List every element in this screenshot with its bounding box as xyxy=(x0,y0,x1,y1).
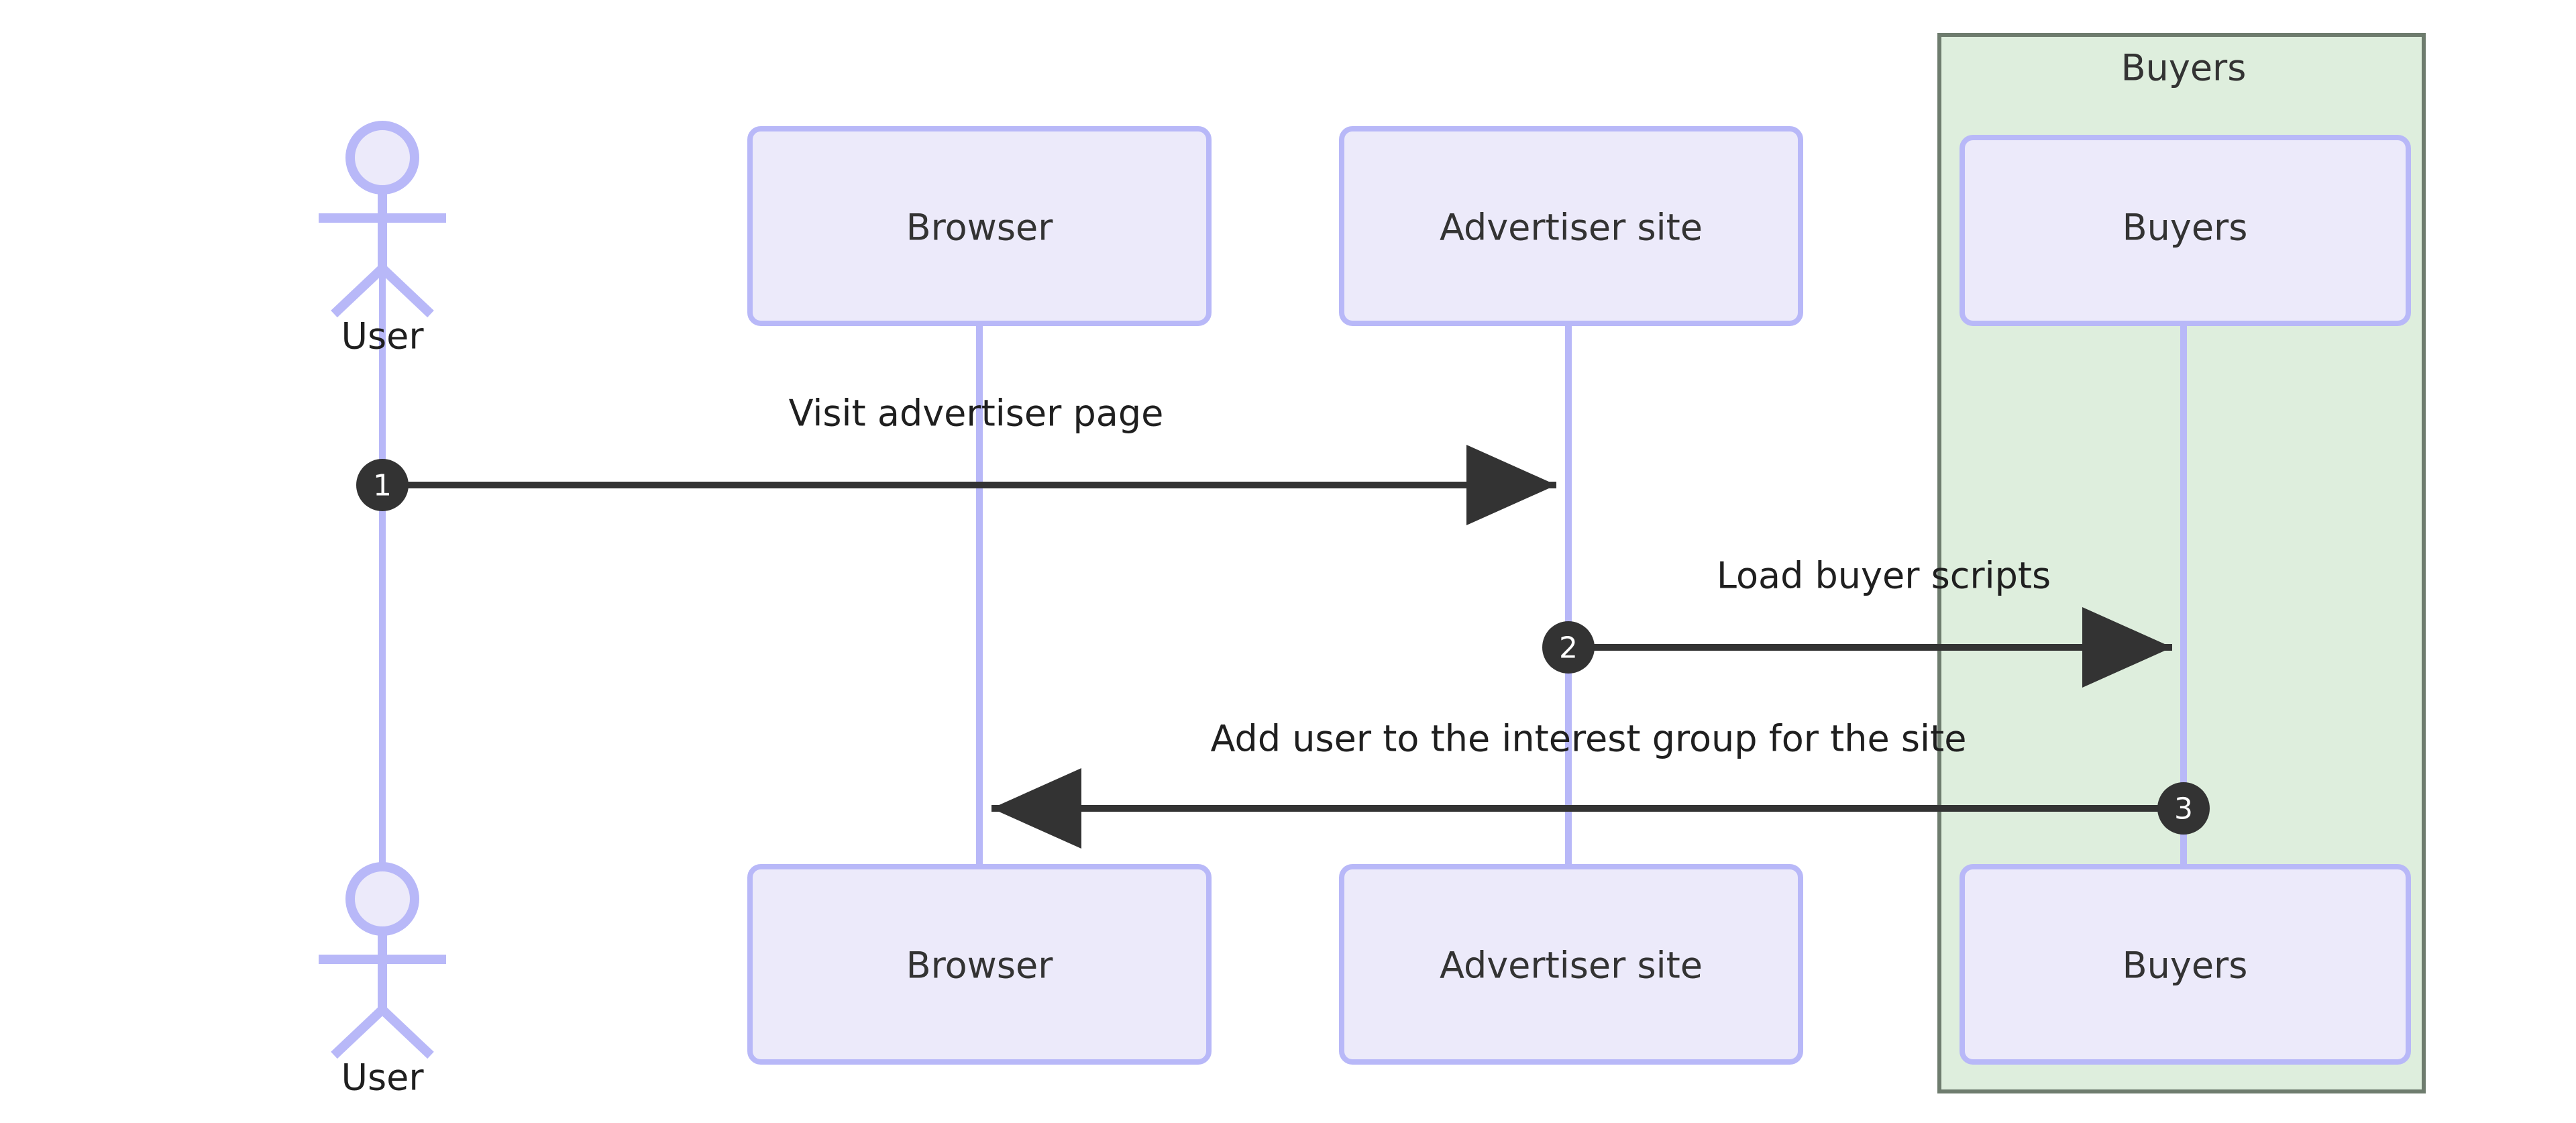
message-3[interactable]: Add user to the interest group for the s… xyxy=(991,718,2210,849)
actor-right-leg-icon xyxy=(379,1006,434,1059)
participant-label-browser-bottom: Browser xyxy=(906,945,1054,987)
sequence-badge-2-number: 2 xyxy=(1559,631,1578,665)
actor-left-leg-icon xyxy=(331,1006,386,1059)
sequence-badge-3-number: 3 xyxy=(2174,792,2193,826)
actor-user-top[interactable]: User xyxy=(319,121,446,358)
participant-label-advertiser-site-bottom: Advertiser site xyxy=(1440,945,1703,987)
actor-user-bottom[interactable]: User xyxy=(319,862,446,1099)
participant-box-background xyxy=(1339,864,1803,1065)
message-label-2: Load buyer scripts xyxy=(1717,555,2051,597)
actor-left-leg-icon xyxy=(331,264,386,318)
participant-box-buyers-bottom[interactable]: Buyers xyxy=(1960,864,2411,1065)
group-box-label: Buyers xyxy=(2121,47,2247,89)
actor-label-user-top: User xyxy=(341,315,424,358)
participant-box-background xyxy=(1339,126,1803,326)
participant-label-buyers-bottom: Buyers xyxy=(2123,945,2248,987)
lifelines xyxy=(379,221,2187,899)
actor-head-icon xyxy=(345,862,419,936)
participant-label-browser-top: Browser xyxy=(906,207,1054,249)
actor-right-leg-icon xyxy=(379,264,434,318)
participant-box-background xyxy=(1960,135,2411,326)
message-label-1: Visit advertiser page xyxy=(789,392,1164,435)
participant-box-background xyxy=(1960,864,2411,1065)
sequence-badge-3-circle xyxy=(2157,782,2210,835)
actor-label-user-bottom: User xyxy=(341,1057,424,1099)
participant-box-advertiser-site-bottom[interactable]: Advertiser site xyxy=(1339,864,1803,1065)
participant-label-advertiser-site-top: Advertiser site xyxy=(1440,207,1703,249)
message-label-3: Add user to the interest group for the s… xyxy=(1211,718,1967,760)
sequence-badge-1-number: 1 xyxy=(373,469,392,503)
participant-box-background xyxy=(747,864,1212,1065)
message-1[interactable]: Visit advertiser page 1 xyxy=(356,392,1557,525)
sequence-badge-1-circle xyxy=(356,459,409,511)
participant-box-browser-bottom[interactable]: Browser xyxy=(747,864,1212,1065)
participant-label-buyers-top: Buyers xyxy=(2123,207,2248,249)
message-2[interactable]: Load buyer scripts 2 xyxy=(1542,555,2173,688)
sequence-badge-2-circle xyxy=(1542,621,1595,674)
participant-box-buyers-top[interactable]: Buyers xyxy=(1960,135,2411,326)
participant-box-browser-top[interactable]: Browser xyxy=(747,126,1212,326)
actor-head-icon xyxy=(345,121,419,195)
participant-box-advertiser-site-top[interactable]: Advertiser site xyxy=(1339,126,1803,326)
participant-box-background xyxy=(747,126,1212,326)
